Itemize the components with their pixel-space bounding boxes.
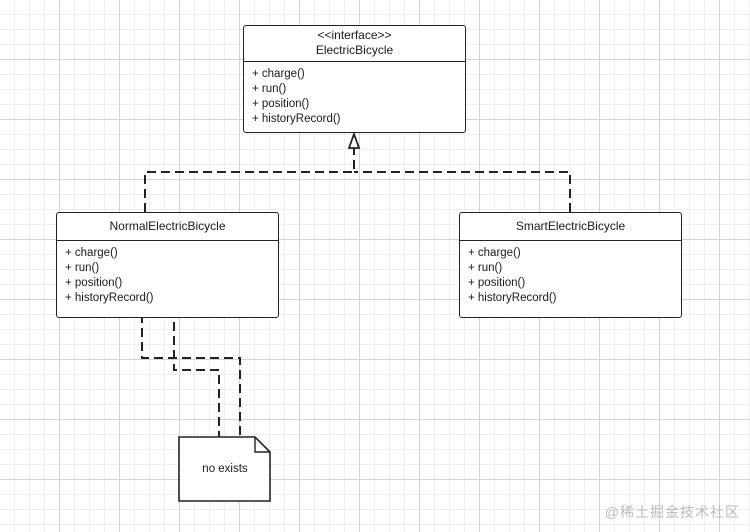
smart-method-charge: + charge() (468, 247, 521, 259)
interface-header: <<interface>> ElectricBicycle (244, 26, 465, 62)
smart-method-position: + position() (468, 277, 526, 289)
watermark: @稀土掘金技术社区 (604, 504, 740, 520)
normal-method-history-record: + historyRecord() (65, 292, 154, 304)
normal-header: NormalElectricBicycle (57, 213, 278, 241)
interface-methods: + charge() + run() + position() + histor… (244, 62, 465, 127)
note-text: no exists (202, 463, 248, 475)
note-box (178, 436, 271, 502)
note-fold (254, 437, 270, 453)
interface-electric-bicycle[interactable]: <<interface>> ElectricBicycle + charge()… (243, 25, 466, 133)
smart-methods: + charge() + run() + position() + histor… (460, 241, 681, 306)
normal-method-charge: + charge() (65, 247, 118, 259)
interface-method-run: + run() (252, 83, 287, 95)
interface-method-history-record: + historyRecord() (252, 113, 341, 125)
smart-method-run: + run() (468, 262, 503, 274)
interface-method-position: + position() (252, 98, 310, 110)
realization-line-normal (144, 148, 355, 212)
class-normal-electric-bicycle[interactable]: NormalElectricBicycle + charge() + run()… (56, 212, 279, 318)
note-link-history (173, 308, 220, 437)
smart-header: SmartElectricBicycle (460, 213, 681, 241)
smart-name: SmartElectricBicycle (515, 219, 626, 233)
normal-name: NormalElectricBicycle (109, 219, 226, 233)
class-smart-electric-bicycle[interactable]: SmartElectricBicycle + charge() + run() … (459, 212, 682, 318)
interface-method-charge: + charge() (252, 68, 305, 80)
realization-line-smart (354, 171, 571, 212)
note-link-position (141, 286, 241, 437)
normal-methods: + charge() + run() + position() + histor… (57, 241, 278, 306)
normal-method-position: + position() (65, 277, 123, 289)
normal-method-run: + run() (65, 262, 100, 274)
smart-method-history-record: + historyRecord() (468, 292, 557, 304)
interface-stereotype: <<interface>> (317, 28, 392, 42)
realization-arrowhead (347, 131, 361, 149)
interface-name: ElectricBicycle (315, 43, 394, 57)
